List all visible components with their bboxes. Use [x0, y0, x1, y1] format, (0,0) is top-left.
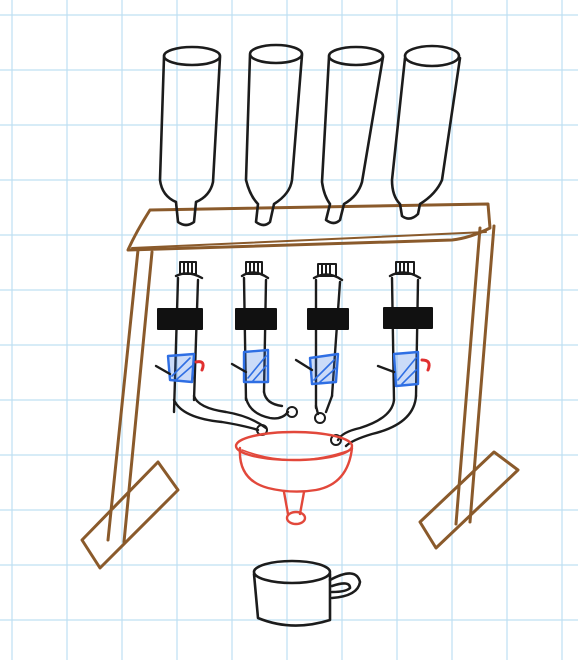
handle-1: [196, 362, 203, 370]
funnel-rim: [236, 432, 352, 460]
tube-1: [174, 273, 202, 412]
tag-2: [236, 309, 276, 329]
bottle-2-icon: [246, 45, 302, 225]
tag-4: [384, 308, 432, 328]
mug-handle: [330, 573, 360, 598]
stand-top-board: [128, 204, 490, 250]
tag-1: [158, 309, 202, 329]
tag-3: [308, 309, 348, 329]
hose-3: [316, 396, 332, 414]
bottle-3-icon: [322, 47, 383, 223]
handle-4: [422, 360, 429, 370]
stand-left-leg: [108, 250, 152, 542]
lever-4: [378, 366, 394, 372]
mug-icon: [254, 561, 360, 626]
hose-4: [338, 396, 416, 446]
funnel-tip: [287, 512, 305, 524]
bottle-1-icon: [160, 47, 220, 225]
mug-rim: [254, 561, 330, 583]
tube-3: [314, 274, 342, 408]
stand-right-foot: [420, 452, 518, 548]
bottles: [160, 45, 460, 225]
stand-right-leg: [456, 226, 494, 524]
hose-2: [246, 392, 288, 418]
hose-1: [174, 396, 266, 430]
connector-1: [180, 262, 196, 274]
bottle-4-icon: [392, 46, 460, 219]
dispenser-3: [296, 264, 348, 423]
nozzle-3: [315, 413, 325, 423]
